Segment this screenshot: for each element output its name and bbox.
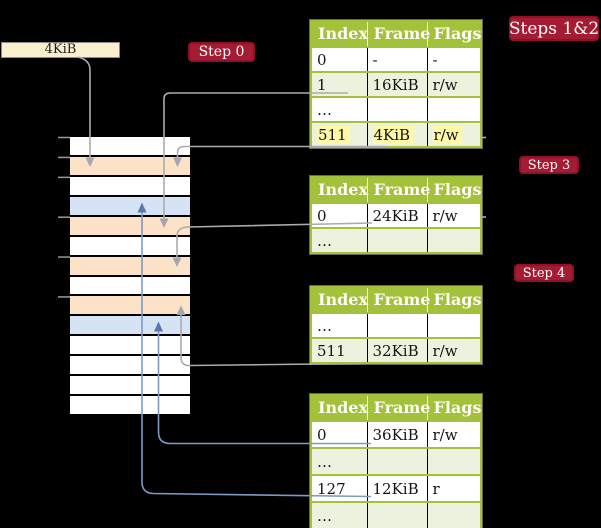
highlight: 4KiB [372,125,414,144]
column-header-flags: Flags [427,177,482,203]
cell-flags: r/w [427,71,481,97]
cell-flags: r [427,474,481,502]
cell-index: 127 [311,474,368,502]
column-header-flags: Flags [427,395,482,421]
column-header-index: Index [311,177,368,203]
cell-frame: - [367,46,428,72]
cell-index: 511 [311,121,368,147]
memory-frame-row-white [70,376,190,394]
cell-frame [367,501,428,528]
cell-flags: r/w [427,420,481,448]
frame-size-label: 4KiB [44,42,77,57]
memory-frame-row-white [70,336,190,354]
cell-frame [367,227,428,253]
cell-frame [367,447,428,475]
column-header-frame: Frame [367,287,430,313]
cell-frame [367,312,428,338]
table-row-highlighted: 511 4KiB r/w [311,121,481,147]
column-header-flags: Flags [427,287,482,313]
column-header-index: Index [311,395,368,421]
memory-frame-row-white [70,177,190,195]
frame-size-box: 4KiB [1,42,120,58]
table-row: … [311,447,481,475]
column-header-frame: Frame [367,177,430,203]
table-row: 511 32KiB r/w [311,337,481,363]
cell-index: 0 [311,202,368,228]
table-row: 0 - - [311,46,481,72]
cell-flags [427,96,481,122]
cell-flags: - [427,46,481,72]
column-header-frame: Frame [367,395,430,421]
table-header-row: Index Frame Flags [311,395,482,421]
table-row: … [311,227,481,253]
stack-boundary-ticks [58,136,70,298]
cell-frame: 4KiB [367,121,428,147]
column-header-flags: Flags [427,21,482,47]
memory-frame-row-orange [70,157,190,175]
badge-step-0: Step 0 [188,42,255,62]
cell-index: … [311,447,368,475]
page-table-1: Index Frame Flags 0 - - 1 16KiB r/w … [310,20,482,148]
memory-frame-row-blue [70,316,190,334]
memory-frame-row-white [70,356,190,374]
column-header-index: Index [311,287,368,313]
table-header-row: Index Frame Flags [311,21,482,47]
cell-frame: 12KiB [367,474,428,502]
cell-flags: r/w [427,121,481,147]
memory-frame-row-white [70,237,190,255]
memory-frame-row-white [70,137,190,155]
connector-table1-entry511-to-frame [176,145,387,158]
cell-index: 0 [311,46,368,72]
memory-frame-row-orange [70,296,190,314]
table-header-row: Index Frame Flags [311,177,482,203]
memory-frame-row-white [70,396,190,414]
cell-frame: 24KiB [367,202,428,228]
cell-flags [427,312,481,338]
cell-index: … [311,227,368,253]
column-header-frame: Frame [367,21,430,47]
table-row: 1 16KiB r/w [311,71,481,97]
memory-frame-row-orange [70,217,190,235]
cell-flags: r/w [427,337,481,363]
page-table-2: Index Frame Flags 0 24KiB r/w … [310,176,482,254]
page-table-3: Index Frame Flags … 511 32KiB r/w [310,286,482,364]
table-row: … [311,501,481,528]
table-row: 0 36KiB r/w [311,420,481,448]
cell-flags: r/w [427,202,481,228]
cell-frame: 32KiB [367,337,428,363]
column-header-index: Index [311,21,368,47]
physical-memory-column [70,137,190,416]
cell-index: 0 [311,420,368,448]
highlight: r/w [432,125,462,144]
page-table-4: Index Frame Flags 0 36KiB r/w … 127 12Ki… [310,394,482,528]
cell-frame [367,96,428,122]
memory-frame-row-orange [70,257,190,275]
badge-step-4-label: Step 4 [522,265,566,281]
table-row: 127 12KiB r [311,474,481,502]
badge-step-4: Step 4 [514,264,574,282]
cell-frame: 36KiB [367,420,428,448]
table-header-row: Index Frame Flags [311,287,482,313]
table-row: 0 24KiB r/w [311,202,481,228]
badge-steps-1-2: Steps 1&2 [509,16,599,41]
table-row: … [311,96,481,122]
cell-index: … [311,312,368,338]
cell-index: … [311,96,368,122]
memory-frame-row-blue [70,197,190,215]
badge-steps-1-2-label: Steps 1&2 [508,18,600,39]
memory-frame-row-white [70,277,190,294]
cell-flags [427,501,481,528]
badge-step-0-label: Step 0 [198,44,245,60]
cell-flags [427,447,481,475]
badge-step-3-label: Step 3 [527,157,571,173]
cell-index: … [311,501,368,528]
cell-index: 511 [311,337,368,363]
cell-flags [427,227,481,253]
cell-index: 1 [311,71,368,97]
badge-step-3: Step 3 [519,156,579,174]
table-row: … [311,312,481,338]
highlight: 511 [317,125,350,144]
cell-frame: 16KiB [367,71,428,97]
